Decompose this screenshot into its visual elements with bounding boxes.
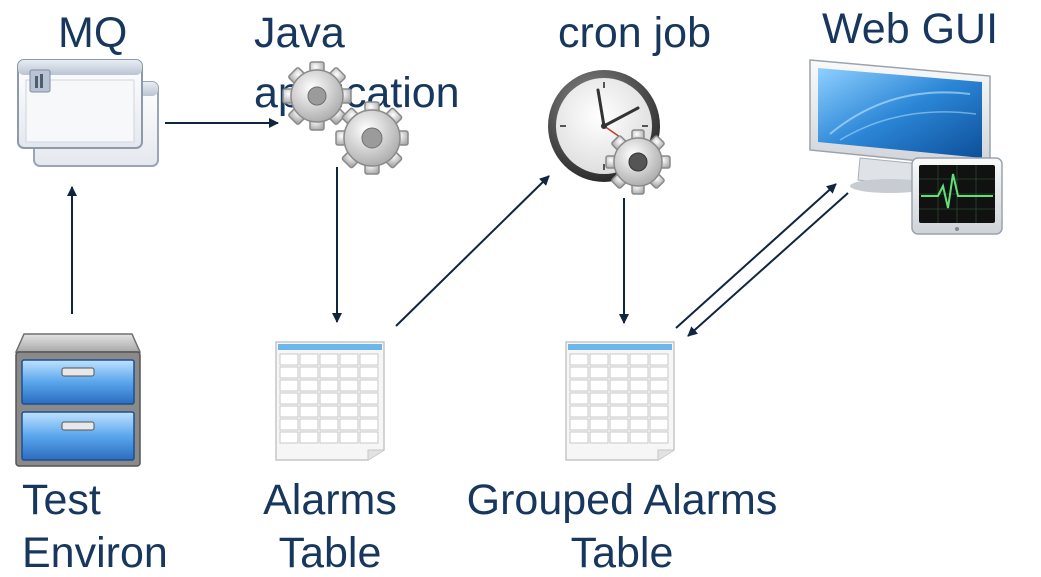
edge-grouped-to-webgui [675, 183, 837, 329]
node-label-test-line1: Test [22, 476, 101, 524]
clock-gear-icon [548, 70, 671, 195]
node-label-webgui: Web GUI [822, 5, 999, 53]
node-label-java-line1: Java [254, 9, 345, 57]
edge-alarms-to-cron [395, 175, 550, 327]
edge-webgui-to-grouped [687, 192, 849, 337]
window-icon [17, 59, 159, 167]
node-label-grouped-line2: Table [570, 529, 674, 577]
node-label-alarms-line1: Alarms [263, 476, 397, 524]
table-icon [275, 341, 385, 461]
monitor-icon [809, 59, 1003, 235]
node-label-grouped-line1: Grouped Alarms [466, 476, 778, 524]
cabinet-icon [14, 333, 142, 467]
table-icon [565, 341, 675, 461]
node-label-test-line2: Environ [22, 529, 168, 577]
node-label-alarms-line2: Table [278, 529, 382, 577]
gears-icon [282, 61, 409, 175]
node-label-cron: cron job [558, 9, 711, 57]
node-label-mq: MQ [58, 9, 128, 57]
